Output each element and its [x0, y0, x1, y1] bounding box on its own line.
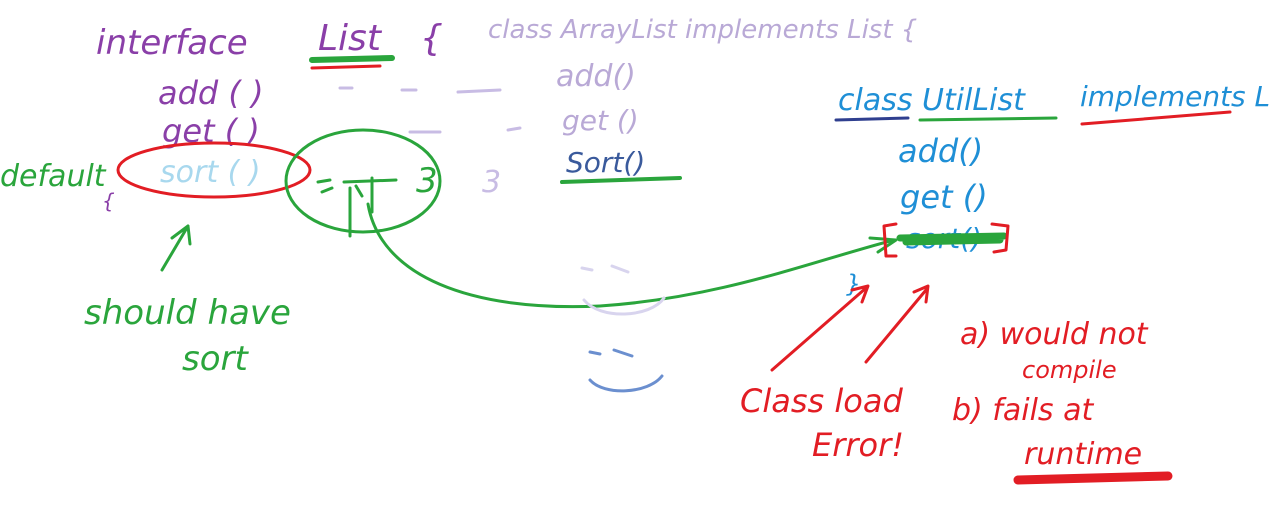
scratched-sort-open-bracket — [882, 222, 898, 258]
arraylist-block: class ArrayList implements List { add() … — [488, 15, 917, 184]
arraylist-sort-method: Sort() — [566, 146, 645, 179]
arraylist-header: class ArrayList implements List { — [488, 15, 917, 45]
interface-keyword: interface — [96, 23, 248, 63]
interface-name-red-underline — [310, 64, 382, 70]
should-have-note: should have sort — [84, 224, 291, 379]
utillist-close-brace: } — [846, 270, 861, 298]
green-connector-arrow — [366, 202, 896, 309]
utillist-class-underline — [834, 116, 910, 122]
utillist-implements-underline — [1080, 110, 1232, 126]
error-item-a-line1: a) would not — [960, 317, 1149, 352]
interface-open-brace: { — [420, 18, 443, 59]
error-item-a-line2: compile — [1022, 356, 1117, 384]
utillist-method-get: get () — [900, 178, 988, 216]
should-have-line1: should have — [84, 293, 291, 333]
interface-method-add: add ( ) — [158, 74, 264, 112]
should-have-line2: sort — [182, 339, 249, 379]
faint-doodle-faces — [580, 264, 666, 393]
utillist-implements: implements List — [1080, 80, 1270, 113]
arraylist-method-get: get () — [562, 104, 639, 137]
green-open-brace — [316, 178, 334, 194]
green-default-circle — [284, 128, 442, 234]
arraylist-sort-underline — [560, 176, 682, 184]
faded-brace: 3 — [482, 165, 501, 200]
class-load-error-line2: Error! — [812, 426, 904, 464]
arraylist-method-add: add() — [556, 59, 636, 94]
scratched-sort-close-bracket — [990, 222, 1010, 254]
interface-list-block: interface List { add ( ) get ( ) default… — [0, 18, 443, 213]
runtime-underline — [1013, 471, 1173, 485]
default-brace: { — [102, 189, 115, 213]
default-sort-red-circle — [116, 141, 312, 199]
utillist-name: UtilList — [922, 83, 1026, 118]
error-notes: Class load Error! a) would not compile b… — [740, 284, 1173, 485]
default-label: default — [0, 159, 107, 194]
utillist-method-add: add() — [898, 132, 983, 170]
error-item-b-line2: runtime — [1024, 437, 1142, 472]
faded-connector-dashes: 3 — [338, 86, 522, 200]
utillist-block: class UtilList implements List add() get… — [834, 80, 1270, 298]
interface-name-green-underline — [309, 55, 395, 63]
utillist-class-keyword: class — [838, 83, 912, 118]
sort-scratch-out — [896, 232, 1008, 246]
utillist-name-underline — [918, 116, 1058, 122]
error-item-b-line1: b) fails at — [952, 393, 1094, 428]
default-sort-method: sort ( ) — [160, 155, 261, 190]
green-close-brace: 3 — [416, 161, 438, 201]
error-arrow-right — [864, 284, 930, 364]
class-load-error-line1: Class load — [740, 382, 903, 420]
should-have-arrow — [160, 224, 192, 272]
interface-name: List — [318, 18, 383, 59]
error-arrow-left — [770, 284, 870, 372]
green-implementation-body — [348, 176, 374, 238]
